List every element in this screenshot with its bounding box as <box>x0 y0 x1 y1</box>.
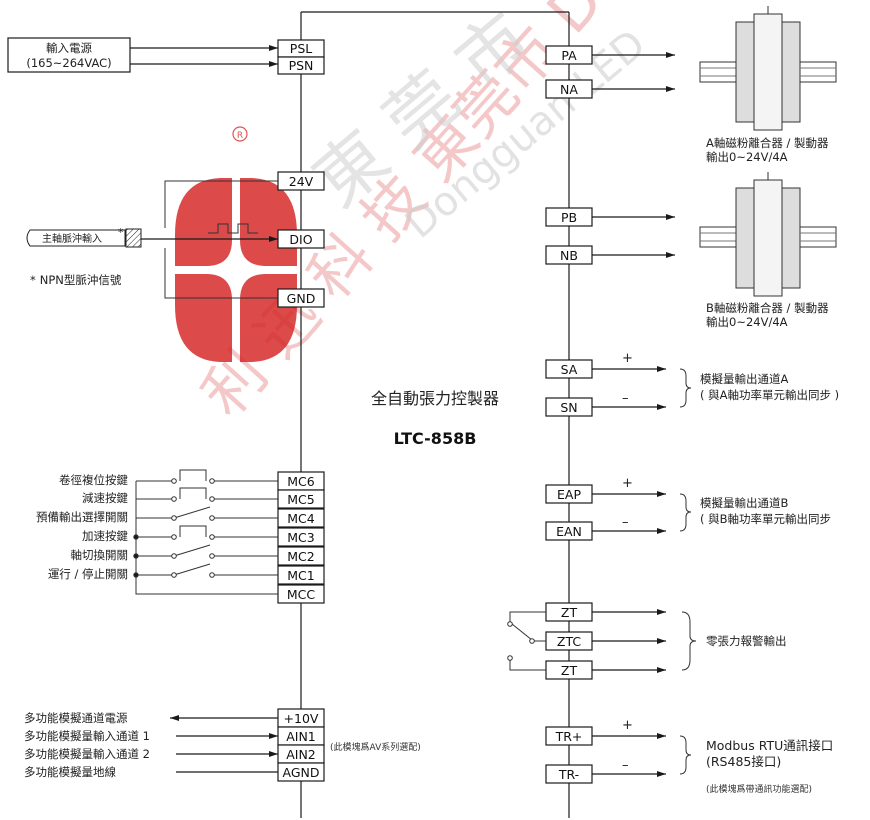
comm-interface-label: (RS485接口) <box>706 754 781 769</box>
brake-a-spec: 輸出0~24V/4A <box>706 150 788 164</box>
svg-text:PSN: PSN <box>289 58 314 73</box>
terminal-psn: PSN <box>277 56 325 75</box>
analog-in-label-1: 多功能模擬通道電源 <box>24 711 128 725</box>
svg-text:ZT: ZT <box>561 663 578 678</box>
svg-text:DIO: DIO <box>289 232 312 247</box>
brake-a-label: A軸磁粉離合器 / 製動器 <box>706 136 829 150</box>
terminal-zt-2: ZT <box>545 660 593 680</box>
svg-text:TR+: TR+ <box>555 729 583 744</box>
svg-text:EAP: EAP <box>557 487 581 502</box>
svg-text:–: – <box>622 391 629 406</box>
analog-b-brace <box>679 493 692 532</box>
svg-text:PA: PA <box>561 48 577 63</box>
comm-protocol-label: Modbus RTU通訊接口 <box>706 738 833 753</box>
svg-text:MC1: MC1 <box>287 568 314 583</box>
svg-text:MC6: MC6 <box>287 474 315 489</box>
terminal-nb: NB <box>545 245 593 265</box>
controller-model: LTC-858B <box>394 429 477 448</box>
analog-a-sync: ( 與A軸功率單元輸出同步 ) <box>700 388 839 402</box>
brake-b-spec: 輸出0~24V/4A <box>706 315 788 329</box>
terminal-24v: 24V <box>277 171 325 191</box>
controller-name: 全自動張力控製器 <box>371 389 499 408</box>
svg-text:EAN: EAN <box>556 524 582 539</box>
svg-text:AIN2: AIN2 <box>286 747 316 762</box>
svg-text:AIN1: AIN1 <box>286 729 316 744</box>
power-voltage-label: (165~264VAC) <box>26 56 111 70</box>
pulse-asterisk: * <box>118 226 124 239</box>
analog-input-terminals: +10V AIN1 AIN2 AGND <box>277 708 325 782</box>
svg-text:+10V: +10V <box>284 711 319 726</box>
terminal-dio: DIO <box>277 229 325 249</box>
svg-text:–: – <box>622 515 629 530</box>
terminal-sn: SN <box>545 397 593 417</box>
brake-b-label: B軸磁粉離合器 / 製動器 <box>706 301 829 315</box>
analog-a-brace <box>679 368 692 408</box>
analog-in-label-2: 多功能模擬量輸入通道 1 <box>24 729 150 743</box>
switch-label-1: 卷徑複位按鍵 <box>59 473 128 487</box>
svg-text:+: + <box>622 476 633 491</box>
terminal-na: NA <box>545 79 593 99</box>
svg-text:ZTC: ZTC <box>557 634 581 649</box>
pulse-cable <box>26 229 126 247</box>
svg-text:AGND: AGND <box>283 765 320 780</box>
comm-note: (此模塊爲帶通訊功能選配) <box>706 783 812 795</box>
terminal-psl: PSL <box>277 39 325 58</box>
magnetic-brake-a-icon <box>699 6 837 131</box>
svg-text:NB: NB <box>560 248 578 263</box>
svg-text:MCC: MCC <box>287 587 316 602</box>
analog-in-label-4: 多功能模擬量地線 <box>24 765 116 779</box>
analog-b-sync: ( 與B軸功率單元輸出同步 <box>700 512 831 526</box>
alarm-label: 零張力報警輸出 <box>706 634 787 648</box>
alarm-brace <box>681 611 697 671</box>
npn-note: *NPN型脈沖信號 <box>30 273 122 287</box>
svg-text:24V: 24V <box>289 174 314 189</box>
terminal-tr-minus: TR- <box>545 764 593 784</box>
svg-text:ZT: ZT <box>561 605 578 620</box>
svg-text:MC3: MC3 <box>287 530 314 545</box>
svg-text:R: R <box>237 131 243 141</box>
pulse-input-label: 主軸脈沖輸入 <box>42 232 102 245</box>
terminal-zt-1: ZT <box>545 602 593 622</box>
switch-label-2: 減速按鍵 <box>82 491 128 505</box>
svg-text:MC5: MC5 <box>287 492 314 507</box>
svg-text:MC2: MC2 <box>287 549 314 564</box>
switch-label-3: 預備輸出選擇開關 <box>36 510 128 524</box>
terminal-sa: SA <box>545 359 593 379</box>
svg-text:+: + <box>622 718 633 733</box>
analog-in-note: (此模塊爲AV系列選配) <box>330 741 421 753</box>
switch-label-4: 加速按鍵 <box>82 529 128 543</box>
switch-label-6: 運行 / 停止開關 <box>48 567 128 581</box>
switch-labels: 卷徑複位按鍵 減速按鍵 預備輸出選擇開關 加速按鍵 軸切換開關 運行 / 停止開… <box>36 473 128 581</box>
svg-text:PSL: PSL <box>290 41 312 56</box>
svg-text:PB: PB <box>561 210 577 225</box>
svg-text:SN: SN <box>560 400 577 415</box>
terminal-eap: EAP <box>545 484 593 504</box>
svg-text:MC4: MC4 <box>287 511 315 526</box>
svg-text:GND: GND <box>287 291 316 306</box>
relay-contact <box>507 611 546 671</box>
terminal-pb: PB <box>545 207 593 227</box>
switch-wiring <box>133 469 278 578</box>
shield-connector <box>125 228 142 248</box>
svg-text:TR-: TR- <box>558 767 579 782</box>
terminal-pa: PA <box>545 45 593 65</box>
pulse-waveform-icon <box>208 223 258 234</box>
analog-b-label: 模擬量輸出通道B <box>700 496 788 510</box>
terminal-ean: EAN <box>545 521 593 541</box>
power-input-box <box>7 37 131 73</box>
svg-text:NA: NA <box>560 82 578 97</box>
terminal-tr-plus: TR+ <box>545 726 593 746</box>
switch-label-5: 軸切換開關 <box>71 548 129 562</box>
svg-text:–: – <box>622 758 629 773</box>
svg-text:+: + <box>622 351 633 366</box>
terminal-gnd: GND <box>277 288 325 308</box>
power-input-label: 輸入電源 <box>46 41 92 55</box>
magnetic-brake-b-icon <box>699 172 837 297</box>
comm-brace <box>679 735 692 775</box>
analog-a-label: 模擬量輸出通道A <box>700 372 788 386</box>
svg-text:SA: SA <box>561 362 578 377</box>
terminal-ztc: ZTC <box>545 631 593 651</box>
analog-in-label-3: 多功能模擬量輸入通道 2 <box>24 747 150 761</box>
switch-terminals: MC6 MC5 MC4 MC3 MC2 MC1 MCC <box>277 471 325 604</box>
